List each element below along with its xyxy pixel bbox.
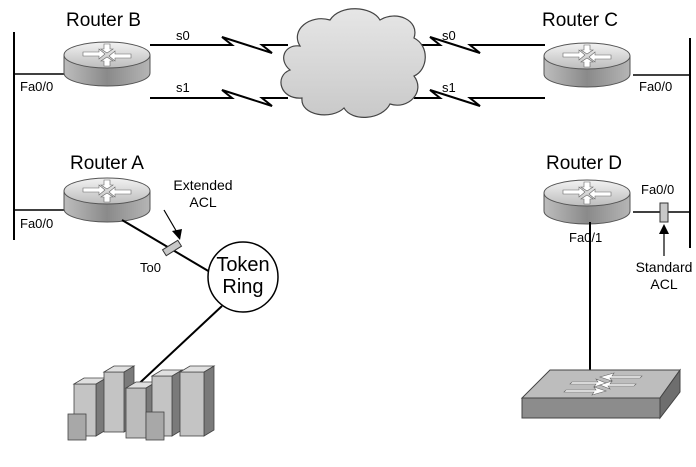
extended-acl-label-line2: ACL — [189, 194, 216, 210]
standard-acl-arrowhead — [659, 224, 669, 234]
router-d-icon — [543, 179, 631, 225]
extended-acl-label-line1: Extended — [173, 177, 232, 193]
router-a-icon — [63, 177, 151, 223]
extended-acl-arrow — [163, 209, 179, 235]
wan-cloud — [280, 8, 426, 118]
router-b-name: Router B — [66, 10, 141, 31]
router-a-token-ring-link — [121, 219, 211, 273]
token-ring-circle — [207, 241, 279, 313]
router-a-to0-label: To0 — [140, 260, 161, 275]
switch-icon — [520, 368, 681, 420]
token-ring-server-link — [129, 305, 223, 393]
router-c-s0-label: s0 — [442, 28, 456, 43]
router-c-name: Router C — [542, 10, 618, 31]
standard-acl-marker — [659, 202, 669, 223]
server-farm-icon — [67, 365, 216, 441]
router-c-fa0-label: Fa0/0 — [639, 79, 672, 94]
serial-link-c-s1 — [414, 89, 545, 107]
router-c-icon — [543, 42, 631, 88]
token-ring-label-line2: Ring — [222, 276, 263, 298]
router-a-fa0-label: Fa0/0 — [20, 216, 53, 231]
serial-link-c-s0 — [414, 36, 545, 54]
router-b-icon — [63, 41, 151, 87]
router-b-fa0-label: Fa0/0 — [20, 79, 53, 94]
standard-acl-label-line2: ACL — [650, 276, 677, 292]
router-b-s1-label: s1 — [176, 80, 190, 95]
serial-link-b-s0 — [150, 36, 288, 54]
router-c-s1-label: s1 — [442, 80, 456, 95]
router-d-name: Router D — [546, 153, 622, 174]
router-b-s0-label: s0 — [176, 28, 190, 43]
serial-link-b-s1 — [150, 89, 288, 107]
router-a-name: Router A — [70, 153, 144, 174]
router-d-fa01-label: Fa0/1 — [569, 230, 602, 245]
token-ring-label-line1: Token — [216, 254, 269, 276]
extended-acl-arrowhead — [172, 229, 182, 240]
standard-acl-label-line1: Standard — [636, 259, 693, 275]
extended-acl-marker — [161, 239, 183, 257]
router-d-fa0-label: Fa0/0 — [641, 182, 674, 197]
